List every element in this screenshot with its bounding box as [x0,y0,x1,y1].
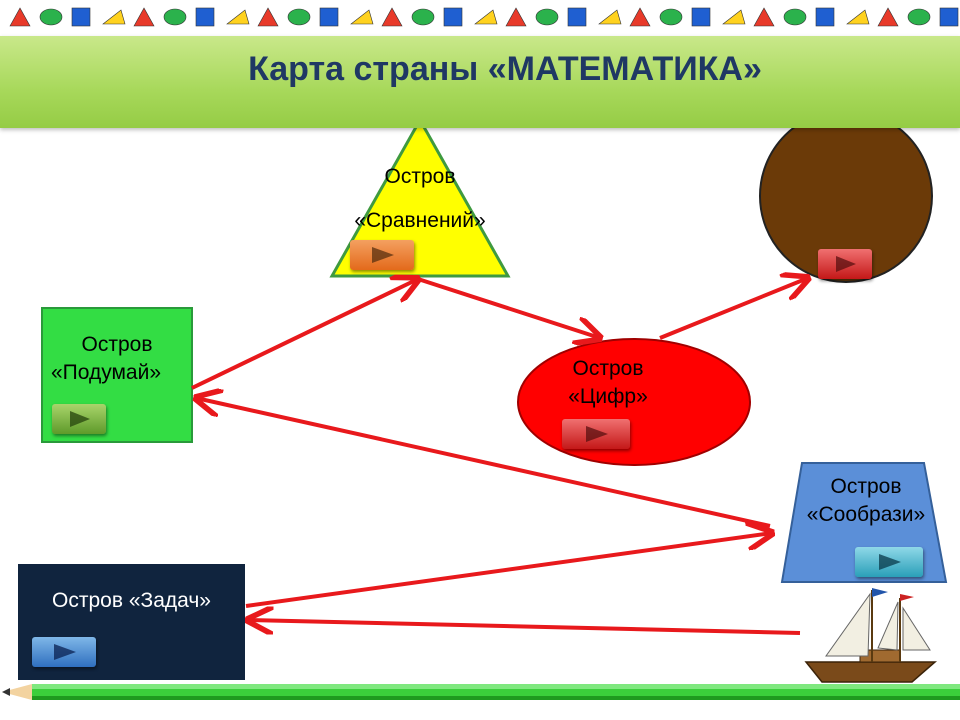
think-label-line2: «Подумай» [50,361,162,384]
sailboat-icon [804,588,938,683]
tasks-label: Остров «Задач» [52,589,211,612]
decorative-shape [133,7,155,27]
decorative-shape [939,7,959,27]
comparisons-label-line2: «Сравнений» [354,209,486,232]
digits-play-button[interactable] [562,419,630,449]
think-label-line1: Остров [81,333,153,356]
arrow-tasks-to-figure-out [245,533,772,608]
decorative-shape [567,7,587,27]
arrow-boat-to-tasks [248,620,801,635]
circle-play-button[interactable] [818,249,872,279]
decorative-shape [443,7,463,27]
decorative-shape [783,8,807,26]
figure-out-play-button[interactable] [855,547,923,577]
figure-out-label-line2: «Сообрази» [806,503,926,526]
decorative-shape [877,7,899,27]
play-button-icon [836,256,856,272]
arrow-figure-out-to-think [196,398,771,528]
decorative-shape [753,7,775,27]
arrow-comparisons-to-digits [417,277,600,338]
play-button-icon [586,426,608,442]
decorative-shape [319,7,339,27]
decorative-shape [102,9,126,25]
decorative-shape [39,8,63,26]
decorative-shape [411,8,435,26]
decorative-shape [505,7,527,27]
decorative-shape [350,9,374,25]
arrow-digits-to-circle [659,278,808,340]
digits-label-line2: «Цифр» [568,385,648,408]
play-button-icon [70,411,90,427]
decorative-shapes-border [0,0,960,36]
comparisons-label-line1: Остров [384,165,456,188]
decorative-shape [9,7,31,27]
decorative-shape [71,7,91,27]
title-band [0,36,960,128]
pencil-icon [2,684,960,700]
decorative-shape [815,7,835,27]
decorative-shape [722,9,746,25]
decorative-shape [629,7,651,27]
comparisons-play-button[interactable] [350,240,414,270]
decorative-shape [287,8,311,26]
decorative-shape [598,9,622,25]
decorative-shape [846,9,870,25]
think-play-button[interactable] [52,404,106,434]
decorative-shape [535,8,559,26]
page-title: Карта страны «МАТЕМАТИКА» [248,50,762,88]
play-button-icon [879,554,901,570]
route-arrows [191,277,808,635]
figure-out-label-line1: Остров [830,475,902,498]
decorative-shape [195,7,215,27]
decorative-shape [257,7,279,27]
decorative-shape [907,8,931,26]
decorative-shape [381,7,403,27]
play-button-icon [54,644,76,660]
play-button-icon [372,247,394,263]
decorative-shape [474,9,498,25]
decorative-shape [163,8,187,26]
tasks-play-button[interactable] [32,637,96,667]
decorative-shape [691,7,711,27]
decorative-shape [226,9,250,25]
decorative-shape [659,8,683,26]
digits-label-line1: Остров [572,357,644,380]
arrow-think-to-comparisons [191,279,418,390]
